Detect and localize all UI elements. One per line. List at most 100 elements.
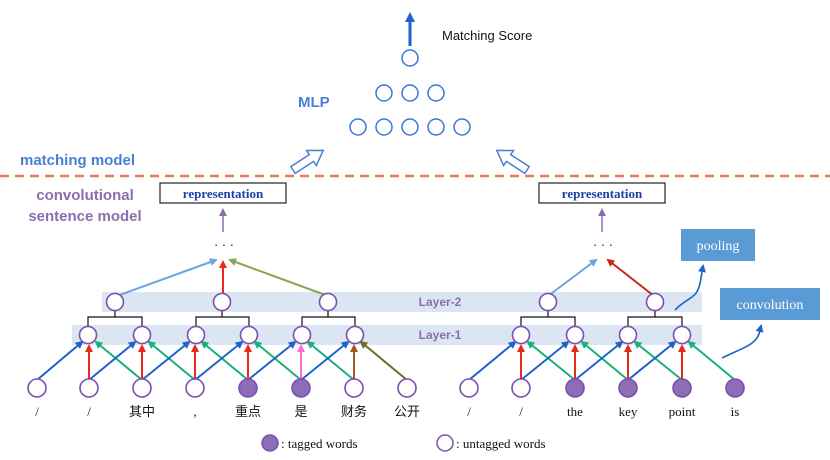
conv-arrow <box>468 340 517 381</box>
layer2-band <box>102 292 702 312</box>
layer2-node <box>645 292 665 312</box>
word: 重点 <box>235 404 261 419</box>
conv-arrow <box>36 340 84 381</box>
word: / <box>35 404 39 419</box>
convolution-label: convolution <box>737 298 804 313</box>
sentence-model-label-1: convolutional <box>36 187 134 204</box>
pooling-pointer-arrow <box>674 264 706 311</box>
mlp-node <box>401 118 419 136</box>
conv-arrow <box>633 340 683 381</box>
conv-arrow <box>359 340 408 381</box>
convolution-pointer-arrow <box>721 324 764 359</box>
representation-label-right: representation <box>562 186 643 201</box>
legend-tagged-icon <box>261 434 279 452</box>
layer2-node <box>105 292 125 312</box>
word: 其中 <box>129 404 155 419</box>
conv-arrow <box>526 340 576 381</box>
layer1-node <box>186 325 206 345</box>
layer1-node <box>672 325 692 345</box>
ellipsis-right: . . . <box>593 233 612 249</box>
mlp-node <box>427 118 445 136</box>
conv-arrow <box>306 340 355 381</box>
word: key <box>619 404 638 419</box>
legend-untagged-label: : untagged words <box>456 436 546 451</box>
tagged-word-node <box>725 378 745 398</box>
word: / <box>519 404 523 419</box>
layer2-nodes <box>105 292 665 312</box>
mlp-node <box>349 118 367 136</box>
layer1-node <box>565 325 585 345</box>
conv-arrow <box>88 340 137 381</box>
tagged-word-node <box>238 378 258 398</box>
sentence-model-label-2: sentence model <box>28 208 141 225</box>
conv-arrow <box>200 340 249 381</box>
representation-box-right <box>538 182 666 204</box>
conv-arrows <box>36 340 736 381</box>
hollow-arrow-left <box>289 149 325 175</box>
mlp-node <box>375 118 393 136</box>
pool-arrow <box>606 258 655 297</box>
tagged-word-node <box>565 378 585 398</box>
conv-arrow <box>147 340 196 381</box>
layer1-band <box>72 325 702 345</box>
legend-untagged-icon <box>436 434 454 452</box>
word: , <box>193 404 196 419</box>
layer2-node <box>538 292 558 312</box>
layer1-label: Layer-1 <box>419 328 462 342</box>
words: / / 其中 , 重点 是 财务 公开 / / the key point is <box>35 404 739 419</box>
mlp-node <box>401 84 419 102</box>
tagged-word-node <box>291 378 311 398</box>
tagged-word-node <box>672 378 692 398</box>
layer1-nodes <box>78 325 692 345</box>
legend-tagged-label: : tagged words <box>281 436 358 451</box>
layer1-node <box>292 325 312 345</box>
word-nodes <box>27 378 745 398</box>
layer2-node <box>212 292 232 312</box>
layer2-node <box>318 292 338 312</box>
word: / <box>467 404 471 419</box>
conv-arrow <box>247 340 297 381</box>
untagged-word-node <box>511 378 531 398</box>
mlp-output-node <box>401 49 419 67</box>
conv-arrow <box>687 340 736 381</box>
mlp-node <box>375 84 393 102</box>
layer2-label: Layer-2 <box>419 295 462 309</box>
conv-arrow <box>94 340 143 381</box>
untagged-word-node <box>132 378 152 398</box>
conv-arrow <box>520 340 570 381</box>
word: is <box>731 404 740 419</box>
untagged-word-node <box>27 378 47 398</box>
convolution-box <box>720 288 820 320</box>
ellipsis-left: . . . <box>214 233 233 249</box>
tagged-word-node <box>618 378 638 398</box>
representation-box-left <box>159 182 287 204</box>
pool-arrow <box>547 258 598 297</box>
conv-arrow <box>574 340 624 381</box>
untagged-word-node <box>459 378 479 398</box>
untagged-word-node <box>397 378 417 398</box>
layer1-node <box>132 325 152 345</box>
layer1-node <box>239 325 259 345</box>
mlp-node <box>453 118 471 136</box>
word: point <box>669 404 696 419</box>
conv-arrow <box>141 340 191 381</box>
word: / <box>87 404 91 419</box>
word: 是 <box>294 404 307 419</box>
layer1-node <box>511 325 531 345</box>
representation-label-left: representation <box>183 186 264 201</box>
output-label: Matching Score <box>442 28 532 43</box>
mlp-node <box>427 84 445 102</box>
mlp-label: MLP <box>298 94 330 111</box>
layer1-node <box>78 325 98 345</box>
hollow-arrow-right <box>495 149 531 175</box>
conv-arrow <box>194 340 244 381</box>
matching-model-label: matching model <box>20 152 135 169</box>
pool-arrow <box>116 258 218 297</box>
word: 财务 <box>341 404 367 419</box>
mlp-nodes <box>349 49 471 136</box>
pooling-box <box>681 229 755 261</box>
conv-arrow <box>580 340 629 381</box>
conv-arrow <box>627 340 677 381</box>
conv-arrow <box>300 340 350 381</box>
